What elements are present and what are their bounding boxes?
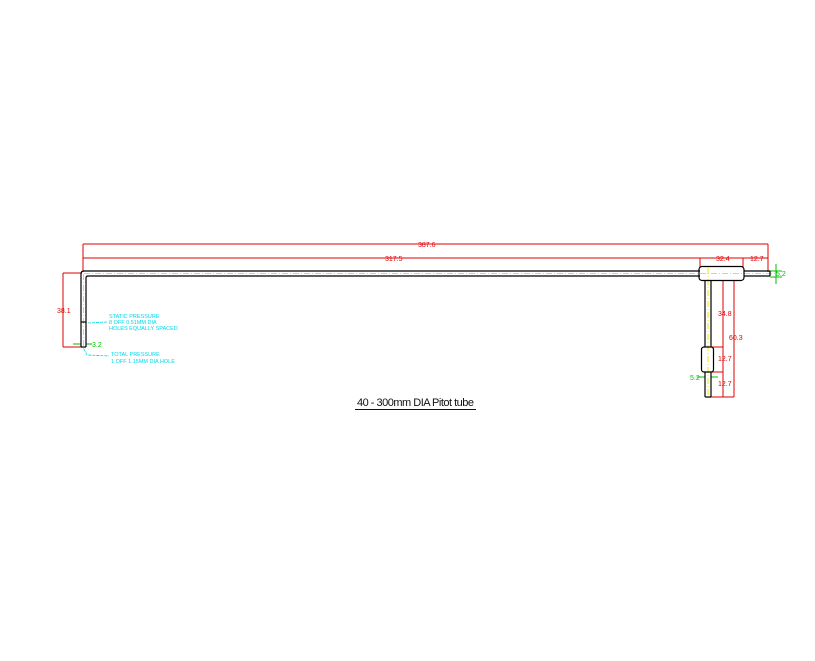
note-total-line-2: 1 OFF 1.15MM DIA HOLE [111, 359, 175, 365]
centerlines [83, 268, 776, 398]
dim-head-tip: 12.7 [750, 256, 764, 263]
dim-upper-stem: 34.8 [718, 311, 732, 318]
dim-head-block: 32.4 [716, 256, 730, 263]
note-total-line-1: TOTAL PRESSURE [111, 352, 160, 358]
dim-tip-dia: 5.2 [776, 271, 786, 278]
dim-stem-length: 317.5 [385, 256, 403, 263]
dim-collar: 12.7 [718, 356, 732, 363]
note-static-line-1: STATIC PRESSURE [109, 314, 160, 320]
dim-lower-stem: 12.7 [718, 381, 732, 388]
drawing-title: 40 - 300mm DIA Pitot tube [357, 397, 474, 409]
note-static-line-2: 8 OFF 0.51MM DIA [109, 320, 157, 326]
dimension-lines [62, 243, 769, 398]
dim-lower-dia: 5.2 [690, 375, 700, 382]
tube-outline [80, 265, 771, 398]
dim-overall-length: 387.6 [418, 242, 436, 249]
dim-left-height: 38.1 [57, 308, 71, 315]
small-dimension-lines [73, 264, 782, 378]
note-static-line-3: HOLES EQUALLY SPACED [109, 326, 178, 332]
dim-stem-total: 60.3 [729, 335, 743, 342]
dim-left-offset: 3.2 [92, 342, 102, 349]
annotation-leaders [83, 321, 110, 357]
